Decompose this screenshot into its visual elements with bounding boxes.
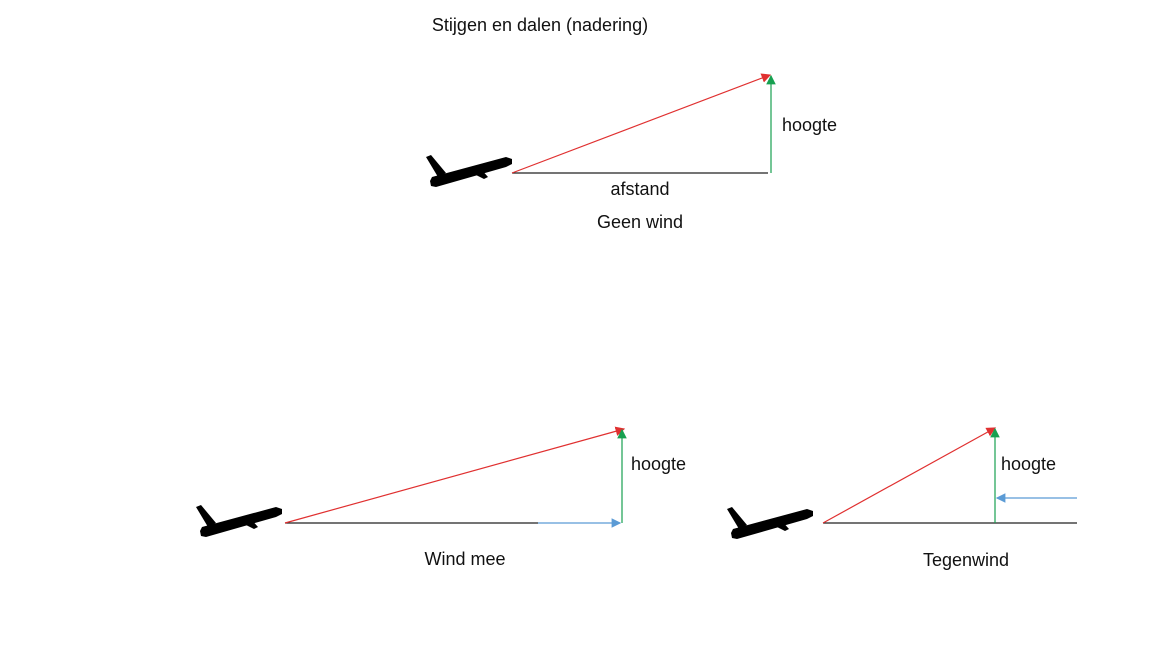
diagram-title: Stijgen en dalen (nadering) bbox=[432, 15, 648, 35]
height-label: hoogte bbox=[1001, 454, 1056, 474]
airplane-icon bbox=[727, 507, 813, 539]
caption: Wind mee bbox=[424, 549, 505, 569]
flight-path-arrow bbox=[822, 427, 997, 524]
distance-label: afstand bbox=[610, 179, 669, 199]
diagram-no-wind: hoogte afstand Geen wind bbox=[426, 73, 837, 232]
flight-path-arrow bbox=[511, 73, 772, 174]
caption: Geen wind bbox=[597, 212, 683, 232]
airplane-icon bbox=[426, 155, 512, 187]
flight-path-arrow bbox=[284, 426, 626, 524]
diagram-headwind: hoogte Tegenwind bbox=[727, 427, 1077, 570]
height-label: hoogte bbox=[782, 115, 837, 135]
airplane-icon bbox=[196, 505, 282, 537]
height-label: hoogte bbox=[631, 454, 686, 474]
diagram-tailwind: hoogte Wind mee bbox=[196, 426, 686, 569]
caption: Tegenwind bbox=[923, 550, 1009, 570]
